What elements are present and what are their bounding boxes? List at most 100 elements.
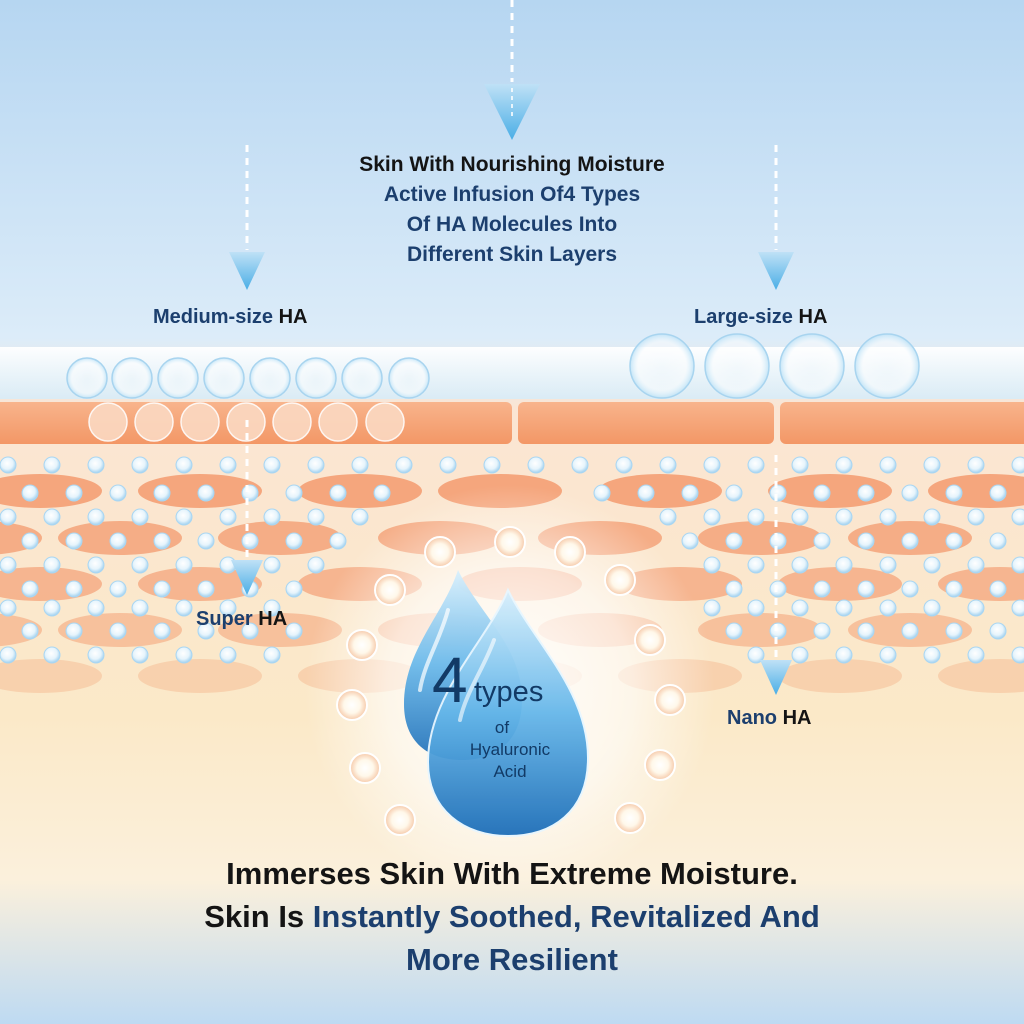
- ha-molecule: [329, 484, 347, 502]
- ha-molecule: [307, 556, 325, 574]
- ha-molecule: [65, 622, 83, 640]
- ha-molecule: [659, 456, 677, 474]
- ha-molecule: [769, 622, 787, 640]
- ha-molecule: [263, 556, 281, 574]
- ha-molecule: [1011, 599, 1024, 617]
- ha-molecule: [87, 646, 105, 664]
- ha-molecule: [65, 580, 83, 598]
- ha-molecule: [285, 484, 303, 502]
- ha-molecule: [967, 508, 985, 526]
- ha-molecule: [351, 508, 369, 526]
- ha-molecule: [43, 508, 61, 526]
- ha-molecule: [945, 484, 963, 502]
- ha-molecule: [197, 580, 215, 598]
- skin-cell: [298, 474, 422, 508]
- footer-line-2: Skin Is Instantly Soothed, Revitalized A…: [112, 895, 912, 938]
- ha-molecule: [835, 556, 853, 574]
- medium-ha-bubble: [295, 357, 337, 399]
- ha-molecule: [285, 532, 303, 550]
- ha-molecule: [879, 456, 897, 474]
- ha-molecule: [989, 622, 1007, 640]
- large-ha-bubble: [779, 333, 845, 399]
- ha-molecule: [219, 508, 237, 526]
- ha-molecule: [175, 556, 193, 574]
- ha-molecule: [0, 556, 17, 574]
- header-text: Skin With Nourishing Moisture Active Inf…: [212, 150, 812, 270]
- ha-molecule: [263, 508, 281, 526]
- super-ha-label: Super HA: [196, 608, 287, 631]
- large-ha-bubble: [704, 333, 770, 399]
- ha-molecule: [879, 508, 897, 526]
- nano-ha-size: Nano: [727, 707, 777, 729]
- skin-cell: [698, 521, 822, 555]
- ha-molecule: [263, 456, 281, 474]
- ha-molecule: [989, 532, 1007, 550]
- ha-molecule: [725, 580, 743, 598]
- ha-molecule: [109, 484, 127, 502]
- large-ha-bubble: [629, 333, 695, 399]
- ha-molecule: [219, 599, 237, 617]
- large-ha-suffix: HA: [798, 306, 828, 328]
- ha-molecule: [87, 456, 105, 474]
- ha-molecule: [857, 484, 875, 502]
- ha-surface-bubbles: [66, 333, 920, 442]
- ha-molecule: [109, 622, 127, 640]
- medium-ha-bubble-lower: [272, 402, 312, 442]
- ha-molecule: [87, 599, 105, 617]
- ha-molecule: [813, 532, 831, 550]
- header-subtitle-line-1: Active Infusion Of4 Types: [383, 183, 641, 206]
- medium-ha-bubble-lower: [180, 402, 220, 442]
- ha-molecule: [989, 580, 1007, 598]
- medium-ha-label: Medium-size HA: [153, 306, 307, 329]
- ha-molecule: [747, 508, 765, 526]
- badge-of: of: [494, 718, 510, 737]
- ha-molecule: [703, 599, 721, 617]
- ha-molecule: [131, 646, 149, 664]
- arrow-super-ha: [231, 420, 263, 595]
- ha-molecule: [197, 622, 215, 640]
- ha-molecule: [857, 622, 875, 640]
- large-ha-bubble: [854, 333, 920, 399]
- ha-molecule: [1011, 508, 1024, 526]
- water-drop-icon: [404, 570, 590, 838]
- ha-molecule: [87, 556, 105, 574]
- ha-molecule: [175, 508, 193, 526]
- ha-molecule: [263, 599, 281, 617]
- ha-molecule: [0, 599, 17, 617]
- ha-molecule: [901, 580, 919, 598]
- ha-molecule: [21, 622, 39, 640]
- medium-ha-bubble: [111, 357, 153, 399]
- medium-ha-bubble-lower: [134, 402, 174, 442]
- ha-molecule: [857, 532, 875, 550]
- ha-molecule: [1011, 646, 1024, 664]
- ha-molecule: [747, 556, 765, 574]
- ha-molecule: [791, 646, 809, 664]
- header-subtitle-line-2: Of HA Molecules Into: [406, 213, 618, 236]
- ha-molecule: [703, 556, 721, 574]
- ha-molecule: [791, 599, 809, 617]
- medium-ha-bubble: [66, 357, 108, 399]
- ha-molecule: [901, 484, 919, 502]
- ha-molecule: [131, 456, 149, 474]
- arrow-nano-ha: [760, 455, 792, 695]
- ha-molecule: [241, 622, 259, 640]
- footer-line-2-lead: Skin Is: [204, 899, 305, 934]
- orbit-bead: [554, 536, 586, 568]
- ha-molecule: [219, 646, 237, 664]
- ha-molecule: [153, 532, 171, 550]
- ha-molecule: [725, 532, 743, 550]
- ha-molecule: [967, 556, 985, 574]
- ha-molecule: [21, 532, 39, 550]
- ha-molecule: [747, 456, 765, 474]
- ha-molecule: [615, 456, 633, 474]
- ha-molecule: [1011, 456, 1024, 474]
- ha-molecule: [945, 580, 963, 598]
- ha-molecule: [285, 622, 303, 640]
- ha-molecule: [131, 556, 149, 574]
- ha-molecule: [65, 484, 83, 502]
- footer-line-3: More Resilient: [406, 942, 618, 977]
- ha-molecule: [791, 556, 809, 574]
- orbit-bead: [349, 752, 381, 784]
- orbit-bead: [614, 802, 646, 834]
- skin-cell: [138, 659, 262, 693]
